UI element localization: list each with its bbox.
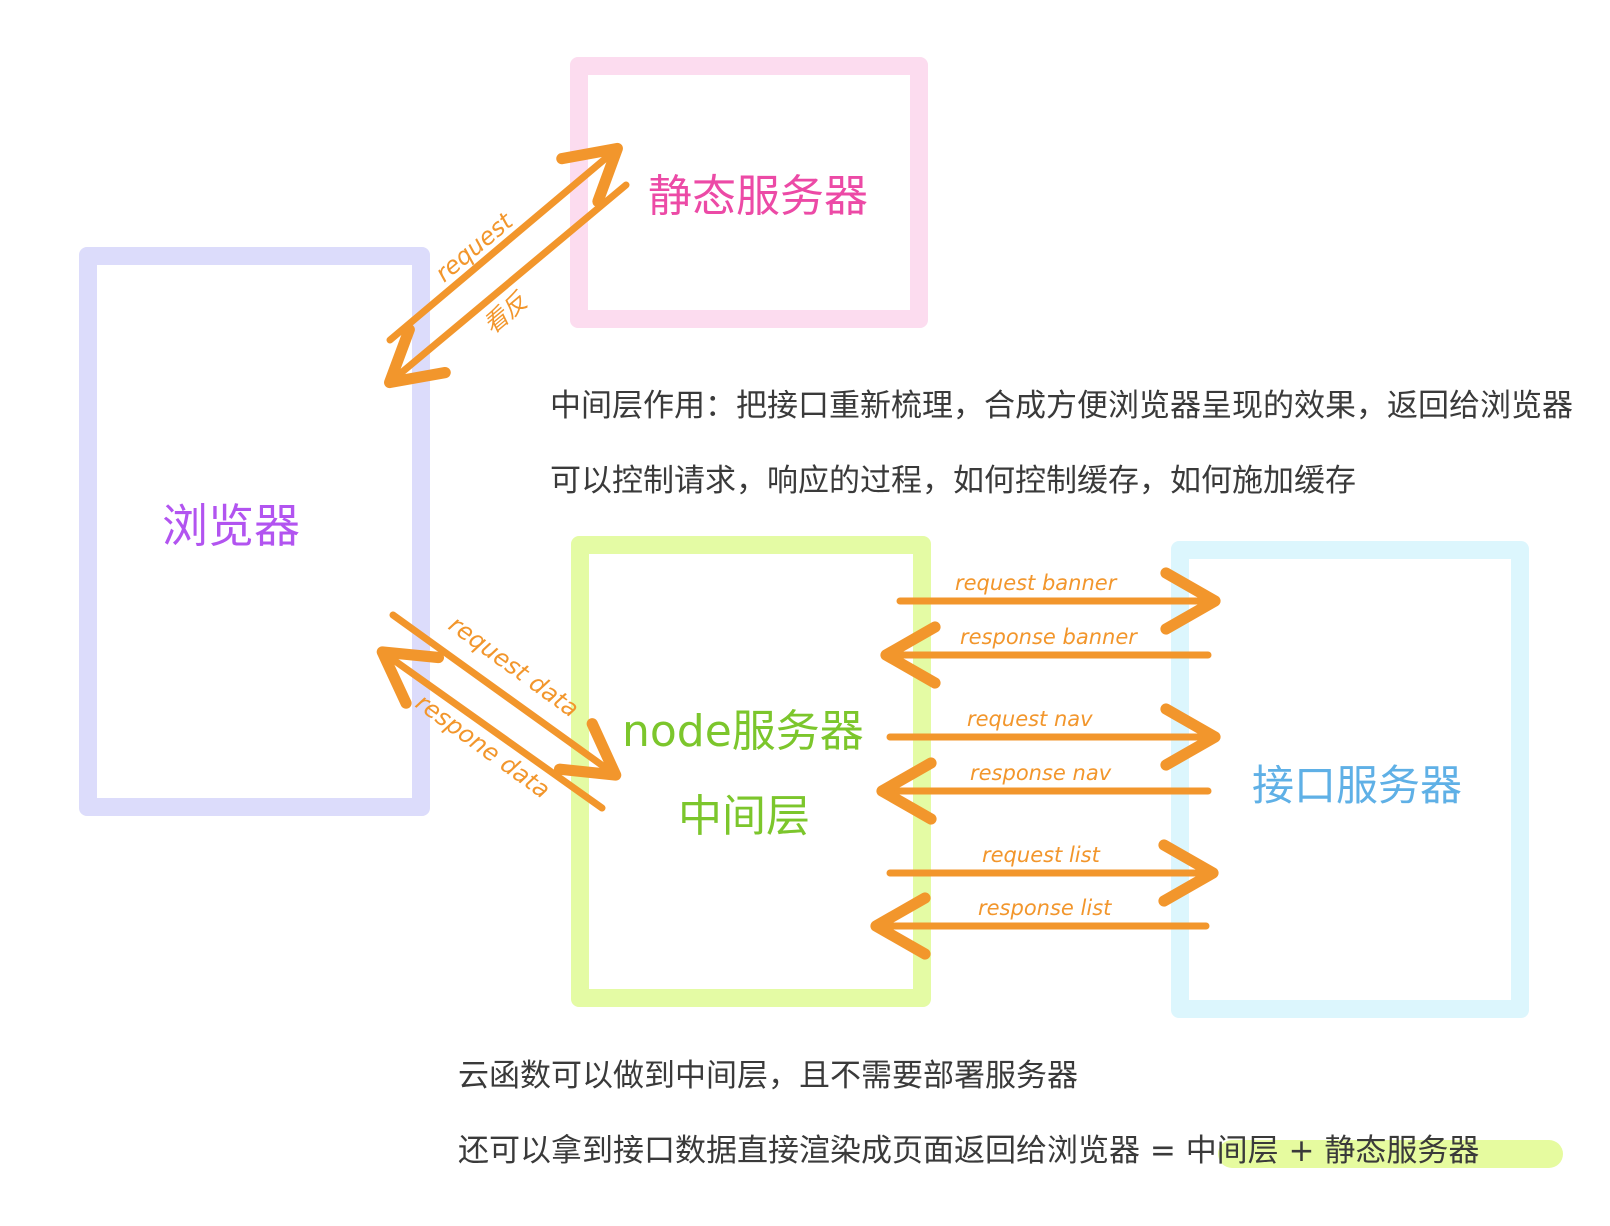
api-server-box xyxy=(1171,541,1529,1018)
node-server-label: node服务器 xyxy=(622,706,864,757)
arrow-browser-to-static xyxy=(386,142,623,344)
api-server-label: 接口服务器 xyxy=(1252,761,1463,810)
static-server-box xyxy=(570,57,928,328)
middle-layer-label: 中间层 xyxy=(678,791,810,842)
note-request-control: 可以控制请求，响应的过程，如何控制缓存，如何施加缓存 xyxy=(550,463,1356,499)
edge-label-request-list: request list xyxy=(982,843,1101,867)
arrow-browser-to-node xyxy=(389,611,622,781)
edge-label-response-banner: response banner xyxy=(960,625,1138,649)
note-middle-layer-role: 中间层作用：把接口重新梳理，合成方便浏览器呈现的效果，返回给浏览器 xyxy=(550,388,1573,424)
static-server-label: 静态服务器 xyxy=(648,171,868,222)
edge-label-request-nav: request nav xyxy=(967,707,1093,731)
note-render-page: 还可以拿到接口数据直接渲染成页面返回给浏览器 = 中间层 + 静态服务器 xyxy=(458,1125,1479,1170)
browser-box xyxy=(79,247,430,816)
edge-label-response-data: respone data xyxy=(410,688,555,804)
note-render-page-text: 还可以拿到接口数据直接渲染成页面返回给浏览器 = xyxy=(458,1133,1186,1169)
arrow-static-to-browser xyxy=(384,181,630,389)
browser-label: 浏览器 xyxy=(162,499,300,553)
note-highlighted-formula: 中间层 + 静态服务器 xyxy=(1185,1133,1480,1169)
edge-label-request-banner: request banner xyxy=(955,571,1118,595)
arrow-node-to-browser xyxy=(376,646,606,812)
edge-label-response-list: response list xyxy=(978,896,1112,920)
highlight-marker xyxy=(1218,1140,1563,1168)
edge-label-response-nav: response nav xyxy=(970,761,1112,785)
note-cloud-functions: 云函数可以做到中间层，且不需要部署服务器 xyxy=(458,1058,1078,1094)
edge-label-response-static: 看反 xyxy=(478,286,534,340)
